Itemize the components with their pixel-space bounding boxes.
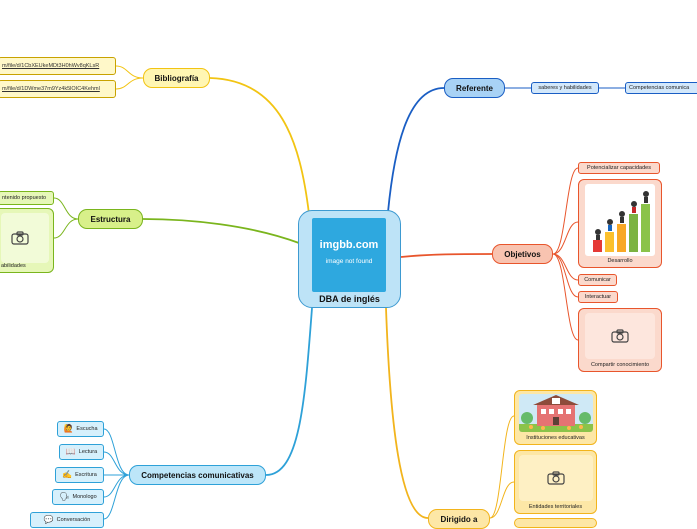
lectura-label: Lectura — [78, 449, 98, 455]
connector-dirigido — [385, 307, 429, 519]
camera-icon — [611, 329, 629, 343]
camera-icon — [11, 231, 29, 245]
dirigido-card-instituciones[interactable]: Instituciones educativas — [514, 390, 597, 445]
center-image-title: imgbb.com — [319, 239, 379, 251]
monologo-label: Monologo — [72, 494, 97, 500]
estructura-card[interactable]: abilidades — [0, 208, 54, 273]
objetivos-item-interactuar[interactable]: Interactuar — [578, 291, 618, 303]
competencias-item-escucha[interactable]: 🙋 Escucha — [57, 421, 104, 437]
branch-bibliografia[interactable]: Bibliografía — [143, 68, 210, 88]
branch-referente[interactable]: Referente — [444, 78, 505, 98]
compartir-label: Compartir conocimiento — [590, 362, 650, 368]
competencias-item-escritura[interactable]: ✍ Escritura — [55, 467, 104, 483]
connector-competencias — [265, 307, 313, 476]
estructura-card-label: abilidades — [1, 263, 26, 269]
school-image — [519, 394, 593, 432]
center-image-placeholder: imgbb.com image not found — [312, 218, 386, 292]
entidades-label: Entidades territoriales — [528, 504, 583, 510]
speaking-head-icon: 🗣 — [59, 492, 70, 501]
competencias-item-lectura[interactable]: 📖 Lectura — [59, 444, 104, 460]
center-title: DBA de inglés — [319, 294, 380, 304]
referente-item-competencias[interactable]: Competencias comunica — [625, 82, 697, 94]
objetivos-card-compartir[interactable]: Compartir conocimiento — [578, 308, 662, 372]
school-icon — [519, 395, 593, 432]
speech-bubble-icon: 💬 — [43, 515, 54, 524]
desarrollo-label: Desarrollo — [607, 258, 633, 264]
book-icon: 📖 — [65, 447, 76, 456]
objetivos-item-comunicar[interactable]: Comunicar — [578, 274, 617, 286]
camera-icon — [547, 471, 565, 485]
estructura-image-placeholder — [1, 213, 49, 263]
desarrollo-image — [585, 184, 655, 256]
objetivos-card-desarrollo[interactable]: Desarrollo — [578, 179, 662, 268]
bibliografia-link-2[interactable]: m/file/d/1DWme37m9Yz4k5lOIC4Kehml — [0, 80, 116, 98]
objetivos-item-potencializar[interactable]: Potencializar capacidades — [578, 162, 660, 174]
person-raising-hand-icon: 🙋 — [63, 424, 74, 433]
conversacion-label: Conversación — [56, 517, 91, 523]
escucha-label: Escucha — [76, 426, 98, 432]
escritura-label: Escritura — [75, 472, 97, 478]
writing-hand-icon: ✍ — [62, 470, 73, 479]
connector-estructura — [142, 218, 300, 244]
connector-bibliografia — [209, 77, 310, 215]
branch-objetivos[interactable]: Objetivos — [492, 244, 553, 264]
estructura-item-contenido[interactable]: ntenido propuesto — [0, 191, 54, 205]
entidades-image-placeholder — [519, 455, 593, 501]
connector-referente — [387, 87, 445, 213]
instituciones-label: Instituciones educativas — [526, 435, 585, 441]
compartir-image-placeholder — [585, 313, 655, 359]
growth-chart-icon — [593, 191, 650, 252]
competencias-item-conversacion[interactable]: 💬 Conversación — [30, 512, 104, 528]
competencias-item-monologo[interactable]: 🗣 Monologo — [52, 489, 104, 505]
dirigido-card-entidades[interactable]: Entidades territoriales — [514, 450, 597, 514]
branch-dirigido[interactable]: Dirigido a — [428, 509, 490, 529]
center-image-sub: image not found — [325, 258, 373, 265]
connector-objetivos — [400, 253, 493, 258]
bibliografia-link-1[interactable]: m/file/d/1CbXEUkeMDt3H0hWv8qKLsR — [0, 57, 116, 75]
branch-estructura[interactable]: Estructura — [78, 209, 143, 229]
referente-item-saberes[interactable]: saberes y habilidades — [531, 82, 599, 94]
center-node[interactable]: imgbb.com image not found DBA de inglés — [298, 210, 401, 308]
branch-competencias[interactable]: Competencias comunicativas — [129, 465, 266, 485]
